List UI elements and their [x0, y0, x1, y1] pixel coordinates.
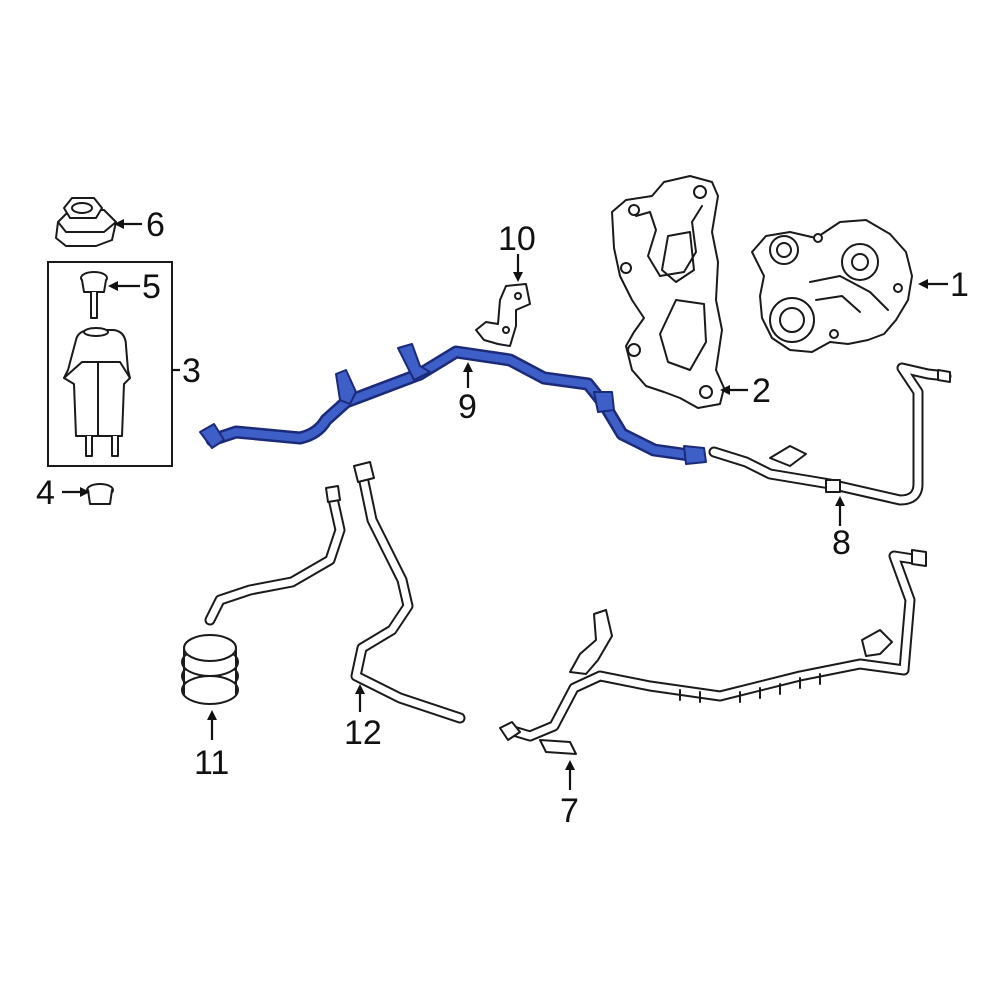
return-line-part[interactable]: [499, 549, 927, 755]
callout-10: 10: [498, 220, 536, 258]
callout-2: 2: [752, 372, 771, 410]
reservoir-cap-part[interactable]: [55, 197, 117, 247]
pressure-line-part[interactable]: [708, 362, 952, 506]
callout-6: 6: [146, 206, 165, 244]
power-steering-pump-part[interactable]: [751, 219, 913, 353]
callout-12: 12: [344, 714, 382, 752]
callout-3: 3: [182, 352, 201, 390]
callout-7: 7: [560, 792, 579, 830]
callout-4: 4: [36, 474, 55, 512]
hose-bracket-part[interactable]: [475, 283, 531, 347]
grommet-part[interactable]: [86, 483, 114, 505]
return-hose-part[interactable]: [350, 461, 466, 724]
callout-11: 11: [194, 744, 229, 782]
callout-1: 1: [950, 266, 969, 304]
callout-8: 8: [832, 524, 851, 562]
callout-9: 9: [458, 388, 477, 426]
reservoir-part[interactable]: [63, 327, 131, 457]
dipstick-cap-part[interactable]: [80, 271, 108, 319]
pump-bracket-part[interactable]: [611, 175, 725, 409]
callout-5: 5: [142, 268, 161, 306]
pressure-hose-part-highlighted[interactable]: [199, 343, 707, 465]
reservoir-assembly-box: [47, 261, 173, 467]
cooler-coil-part[interactable]: [181, 485, 346, 705]
callout-arrows: [62, 219, 948, 790]
